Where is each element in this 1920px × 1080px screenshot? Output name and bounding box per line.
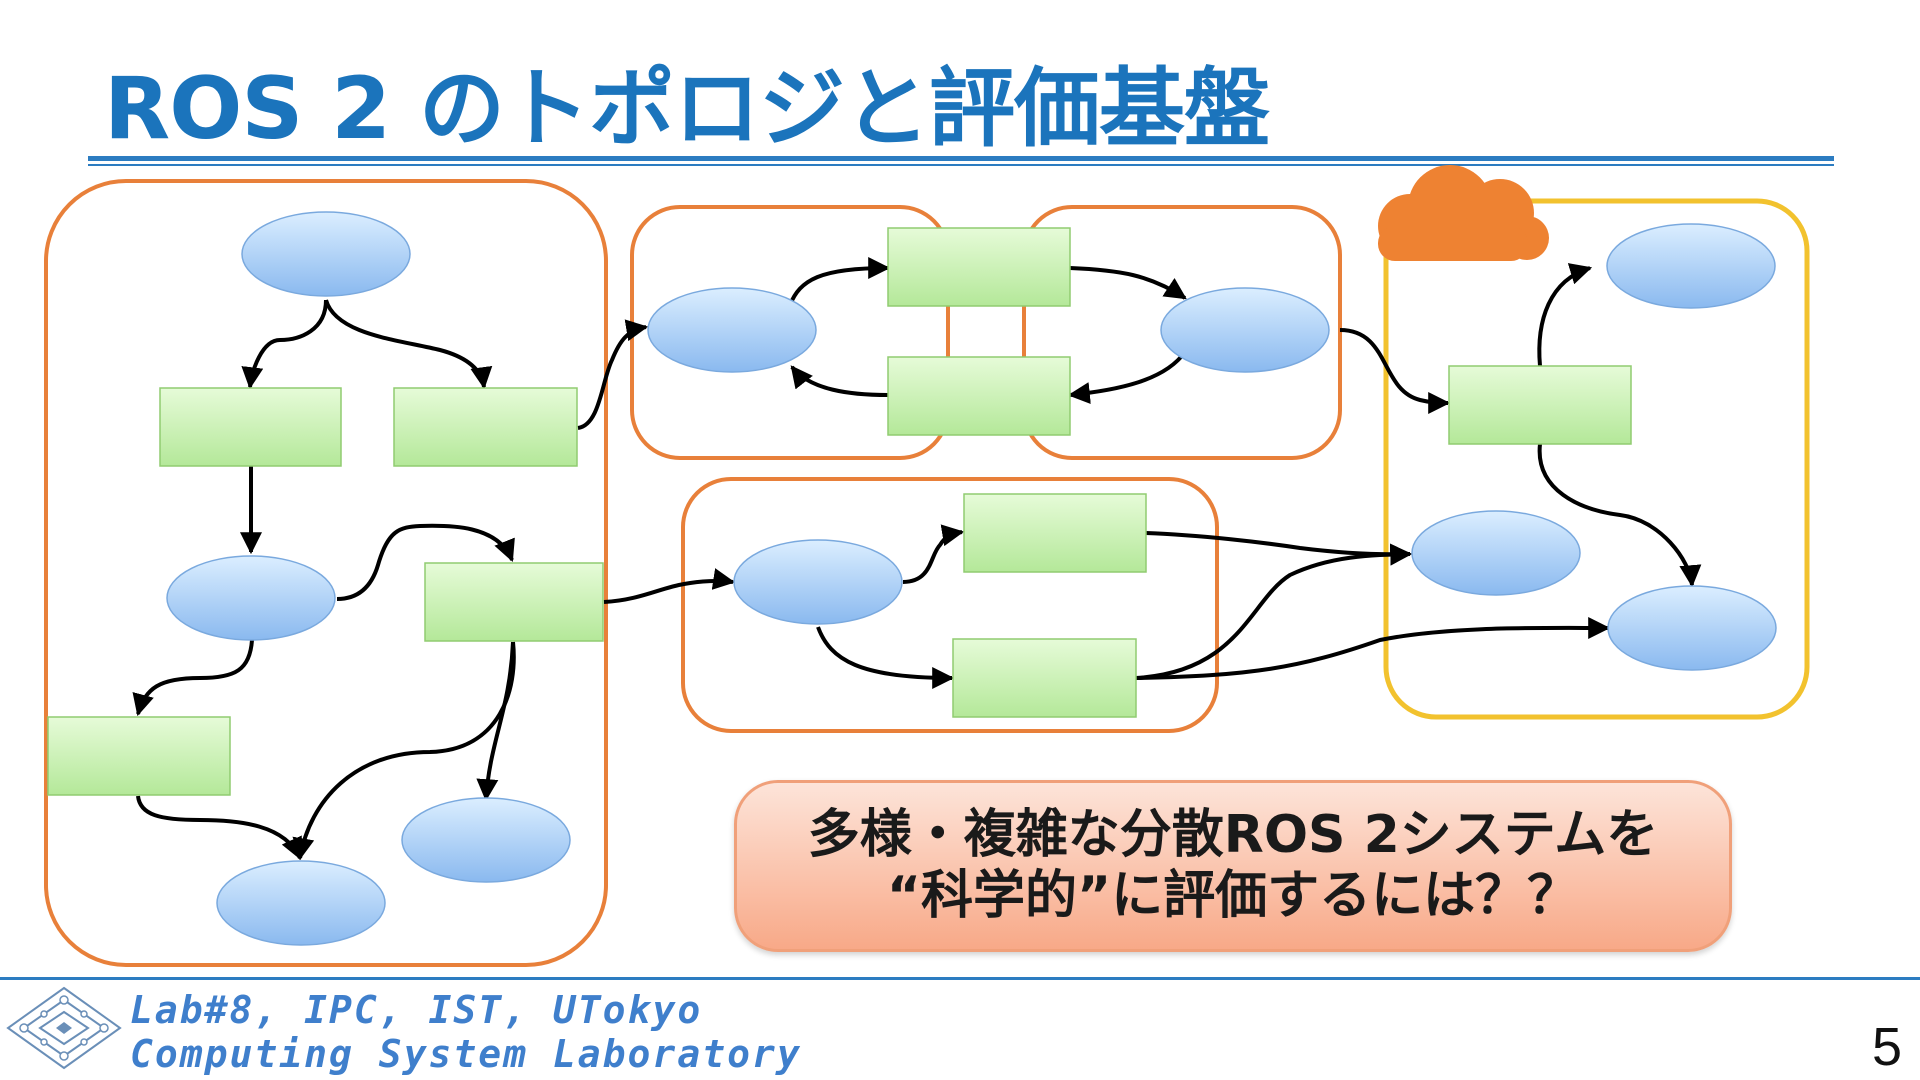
- callout-line-2: “科学的”に評価するには？？: [886, 866, 1580, 926]
- edge: [1537, 263, 1593, 367]
- cloud-icon: [1378, 165, 1549, 261]
- edge: [136, 795, 302, 861]
- group-box-middle: [681, 477, 1219, 733]
- topic-rect: [393, 387, 578, 467]
- edge: [1069, 266, 1187, 300]
- topic-rect: [887, 356, 1071, 436]
- edge: [476, 641, 515, 802]
- edge: [603, 568, 736, 604]
- edge: [1135, 616, 1611, 680]
- topology-diagram: [44, 165, 1810, 967]
- edge: [788, 257, 891, 306]
- edge: [1537, 443, 1702, 588]
- node-ellipse: [733, 539, 903, 625]
- footer-rule: [0, 977, 1920, 980]
- topic-rect: [1448, 365, 1632, 445]
- edge: [1067, 350, 1187, 404]
- lab-logo-icon: [6, 986, 122, 1070]
- topic-rect: [963, 493, 1147, 573]
- title-rule-bottom: [88, 164, 1834, 166]
- group-box-cloud: [1383, 198, 1810, 720]
- lab-name-line-1: Lab#8, IPC, IST, UTokyo: [130, 988, 703, 1032]
- page-number: 5: [1871, 1017, 1902, 1077]
- callout-box: 多様・複雑な分散ROS 2システムを “科学的”に評価するには？？: [734, 780, 1732, 952]
- topic-rect: [47, 716, 231, 796]
- node-ellipse: [647, 287, 817, 373]
- callout-line-1: 多様・複雑な分散ROS 2システムを: [807, 805, 1659, 866]
- topic-rect: [424, 562, 604, 642]
- topic-rect: [952, 638, 1137, 718]
- title-rule-top: [88, 156, 1834, 161]
- edge: [1145, 531, 1413, 566]
- edge: [1339, 328, 1451, 414]
- edge: [241, 299, 328, 390]
- edge: [902, 524, 965, 584]
- edge: [1135, 543, 1413, 680]
- node-ellipse: [401, 797, 571, 883]
- edge: [324, 299, 493, 390]
- edge: [790, 365, 889, 397]
- node-ellipse: [166, 555, 336, 641]
- node-ellipse: [216, 860, 386, 946]
- node-ellipse: [241, 211, 411, 297]
- edge: [577, 319, 649, 430]
- group-box-upper-2: [1022, 205, 1342, 460]
- node-ellipse: [1606, 223, 1776, 309]
- edge: [816, 626, 955, 689]
- edge: [132, 639, 254, 717]
- node-ellipse: [1411, 510, 1581, 596]
- group-box-left: [44, 179, 608, 967]
- node-ellipse: [1160, 287, 1330, 373]
- topic-rect: [159, 387, 342, 467]
- lab-name: Lab#8, IPC, IST, UTokyo Computing System…: [130, 988, 802, 1076]
- node-ellipse: [1607, 585, 1777, 671]
- slide-title: ROS 2 のトポロジと評価基盤: [104, 59, 1270, 159]
- topic-rect: [887, 227, 1071, 307]
- edge: [336, 523, 515, 601]
- lab-name-line-2: Computing System Laboratory: [130, 1032, 802, 1076]
